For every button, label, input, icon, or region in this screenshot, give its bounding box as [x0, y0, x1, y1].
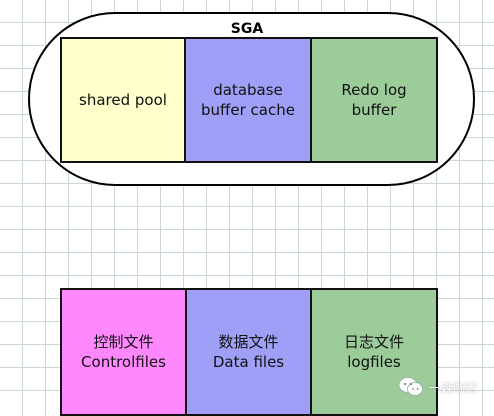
sga-component-label: shared pool	[79, 91, 167, 109]
sga-component-label: Redo log	[341, 81, 407, 99]
sga-component-label: database	[213, 81, 283, 99]
file-box-data-files: 数据文件 Data files	[185, 288, 312, 416]
sga-title: SGA	[230, 21, 264, 37]
watermark: 一森咖记	[398, 376, 477, 398]
sga-component-label: buffer	[351, 101, 397, 119]
file-box-label-cn: 日志文件	[343, 333, 404, 351]
file-box-label-cn: 数据文件	[218, 333, 279, 351]
file-box-logfiles: 日志文件 logfiles	[310, 288, 438, 416]
file-box-controlfiles: 控制文件 Controlfiles	[60, 288, 187, 416]
file-box-label-en: Data files	[212, 353, 285, 371]
sga-component-shared-pool: shared pool	[60, 37, 186, 163]
wechat-icon	[398, 377, 423, 396]
sga-component-database-buffer-cache: database buffer cache	[184, 37, 312, 163]
sga-component-label: buffer cache	[201, 101, 295, 119]
file-box-label-cn: 控制文件	[93, 333, 154, 351]
file-box-label-en: logfiles	[347, 353, 401, 371]
sga-component-redo-log-buffer: Redo log buffer	[310, 37, 438, 163]
watermark-text: 一森咖记	[429, 380, 478, 395]
file-box-label-en: Controlfiles	[81, 353, 166, 371]
